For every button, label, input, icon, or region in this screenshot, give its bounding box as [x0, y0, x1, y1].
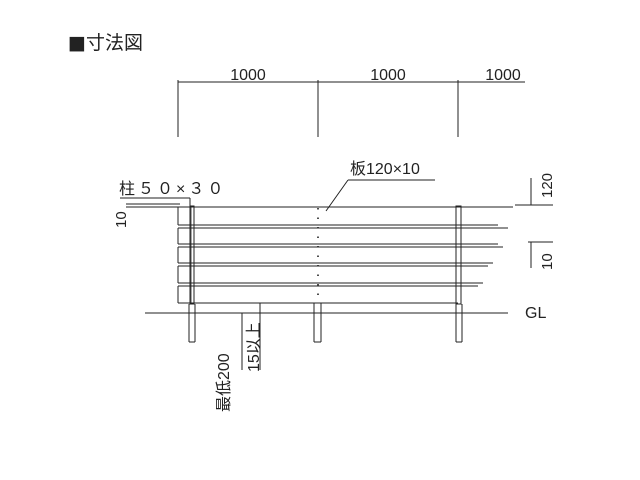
board-gap-label: 10 [539, 253, 556, 270]
top-gap-label: 10 [113, 211, 130, 228]
post-label: 柱５０×３０ [119, 180, 226, 198]
ground-label: GL [525, 305, 546, 322]
left-post [189, 205, 195, 305]
board-leader-line [325, 179, 349, 212]
diagram-title: ■寸法図 [68, 32, 143, 54]
board-height-label: 120 [539, 173, 556, 198]
right-post [455, 205, 462, 305]
embed-min-label: 最低200 [215, 353, 233, 412]
clearance-label: 15以上 [245, 322, 263, 372]
span-label: 1000 [370, 67, 406, 84]
span-label: 1000 [485, 67, 521, 84]
board-label: 板120×10 [350, 160, 420, 178]
span-label: 1000 [230, 67, 266, 84]
